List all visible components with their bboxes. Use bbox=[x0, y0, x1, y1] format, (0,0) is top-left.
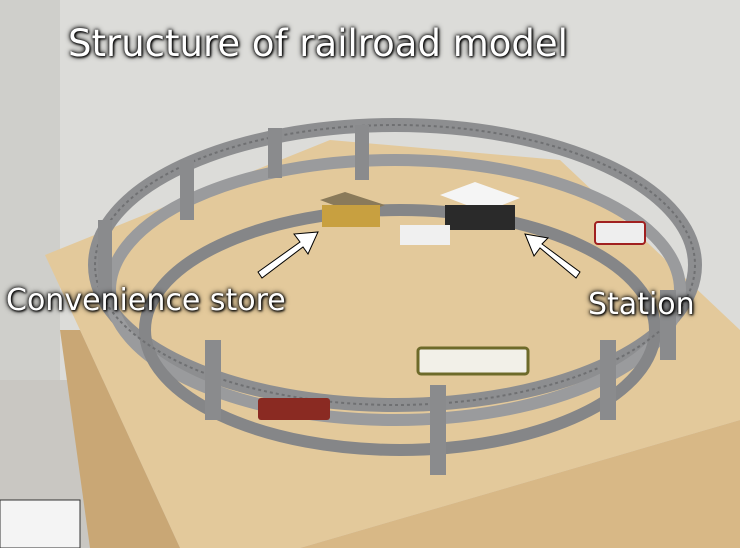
power-controller bbox=[0, 499, 81, 548]
lower-track bbox=[139, 204, 661, 456]
train-lower bbox=[258, 398, 330, 420]
train-front bbox=[416, 346, 530, 376]
table-front bbox=[300, 420, 740, 548]
arrow-to-station bbox=[524, 233, 581, 279]
pillars bbox=[98, 125, 676, 475]
arrows bbox=[257, 231, 581, 279]
station-building bbox=[400, 182, 520, 245]
arrow-to-store bbox=[257, 231, 319, 279]
convenience-store-building bbox=[320, 192, 385, 227]
image-title: Structure of railroad model bbox=[68, 22, 568, 65]
train-right bbox=[594, 221, 646, 245]
table-side bbox=[60, 330, 180, 548]
convenience-store-label: Convenience store bbox=[6, 283, 286, 318]
station-label: Station bbox=[588, 287, 695, 322]
upper-track-ties bbox=[94, 124, 696, 406]
